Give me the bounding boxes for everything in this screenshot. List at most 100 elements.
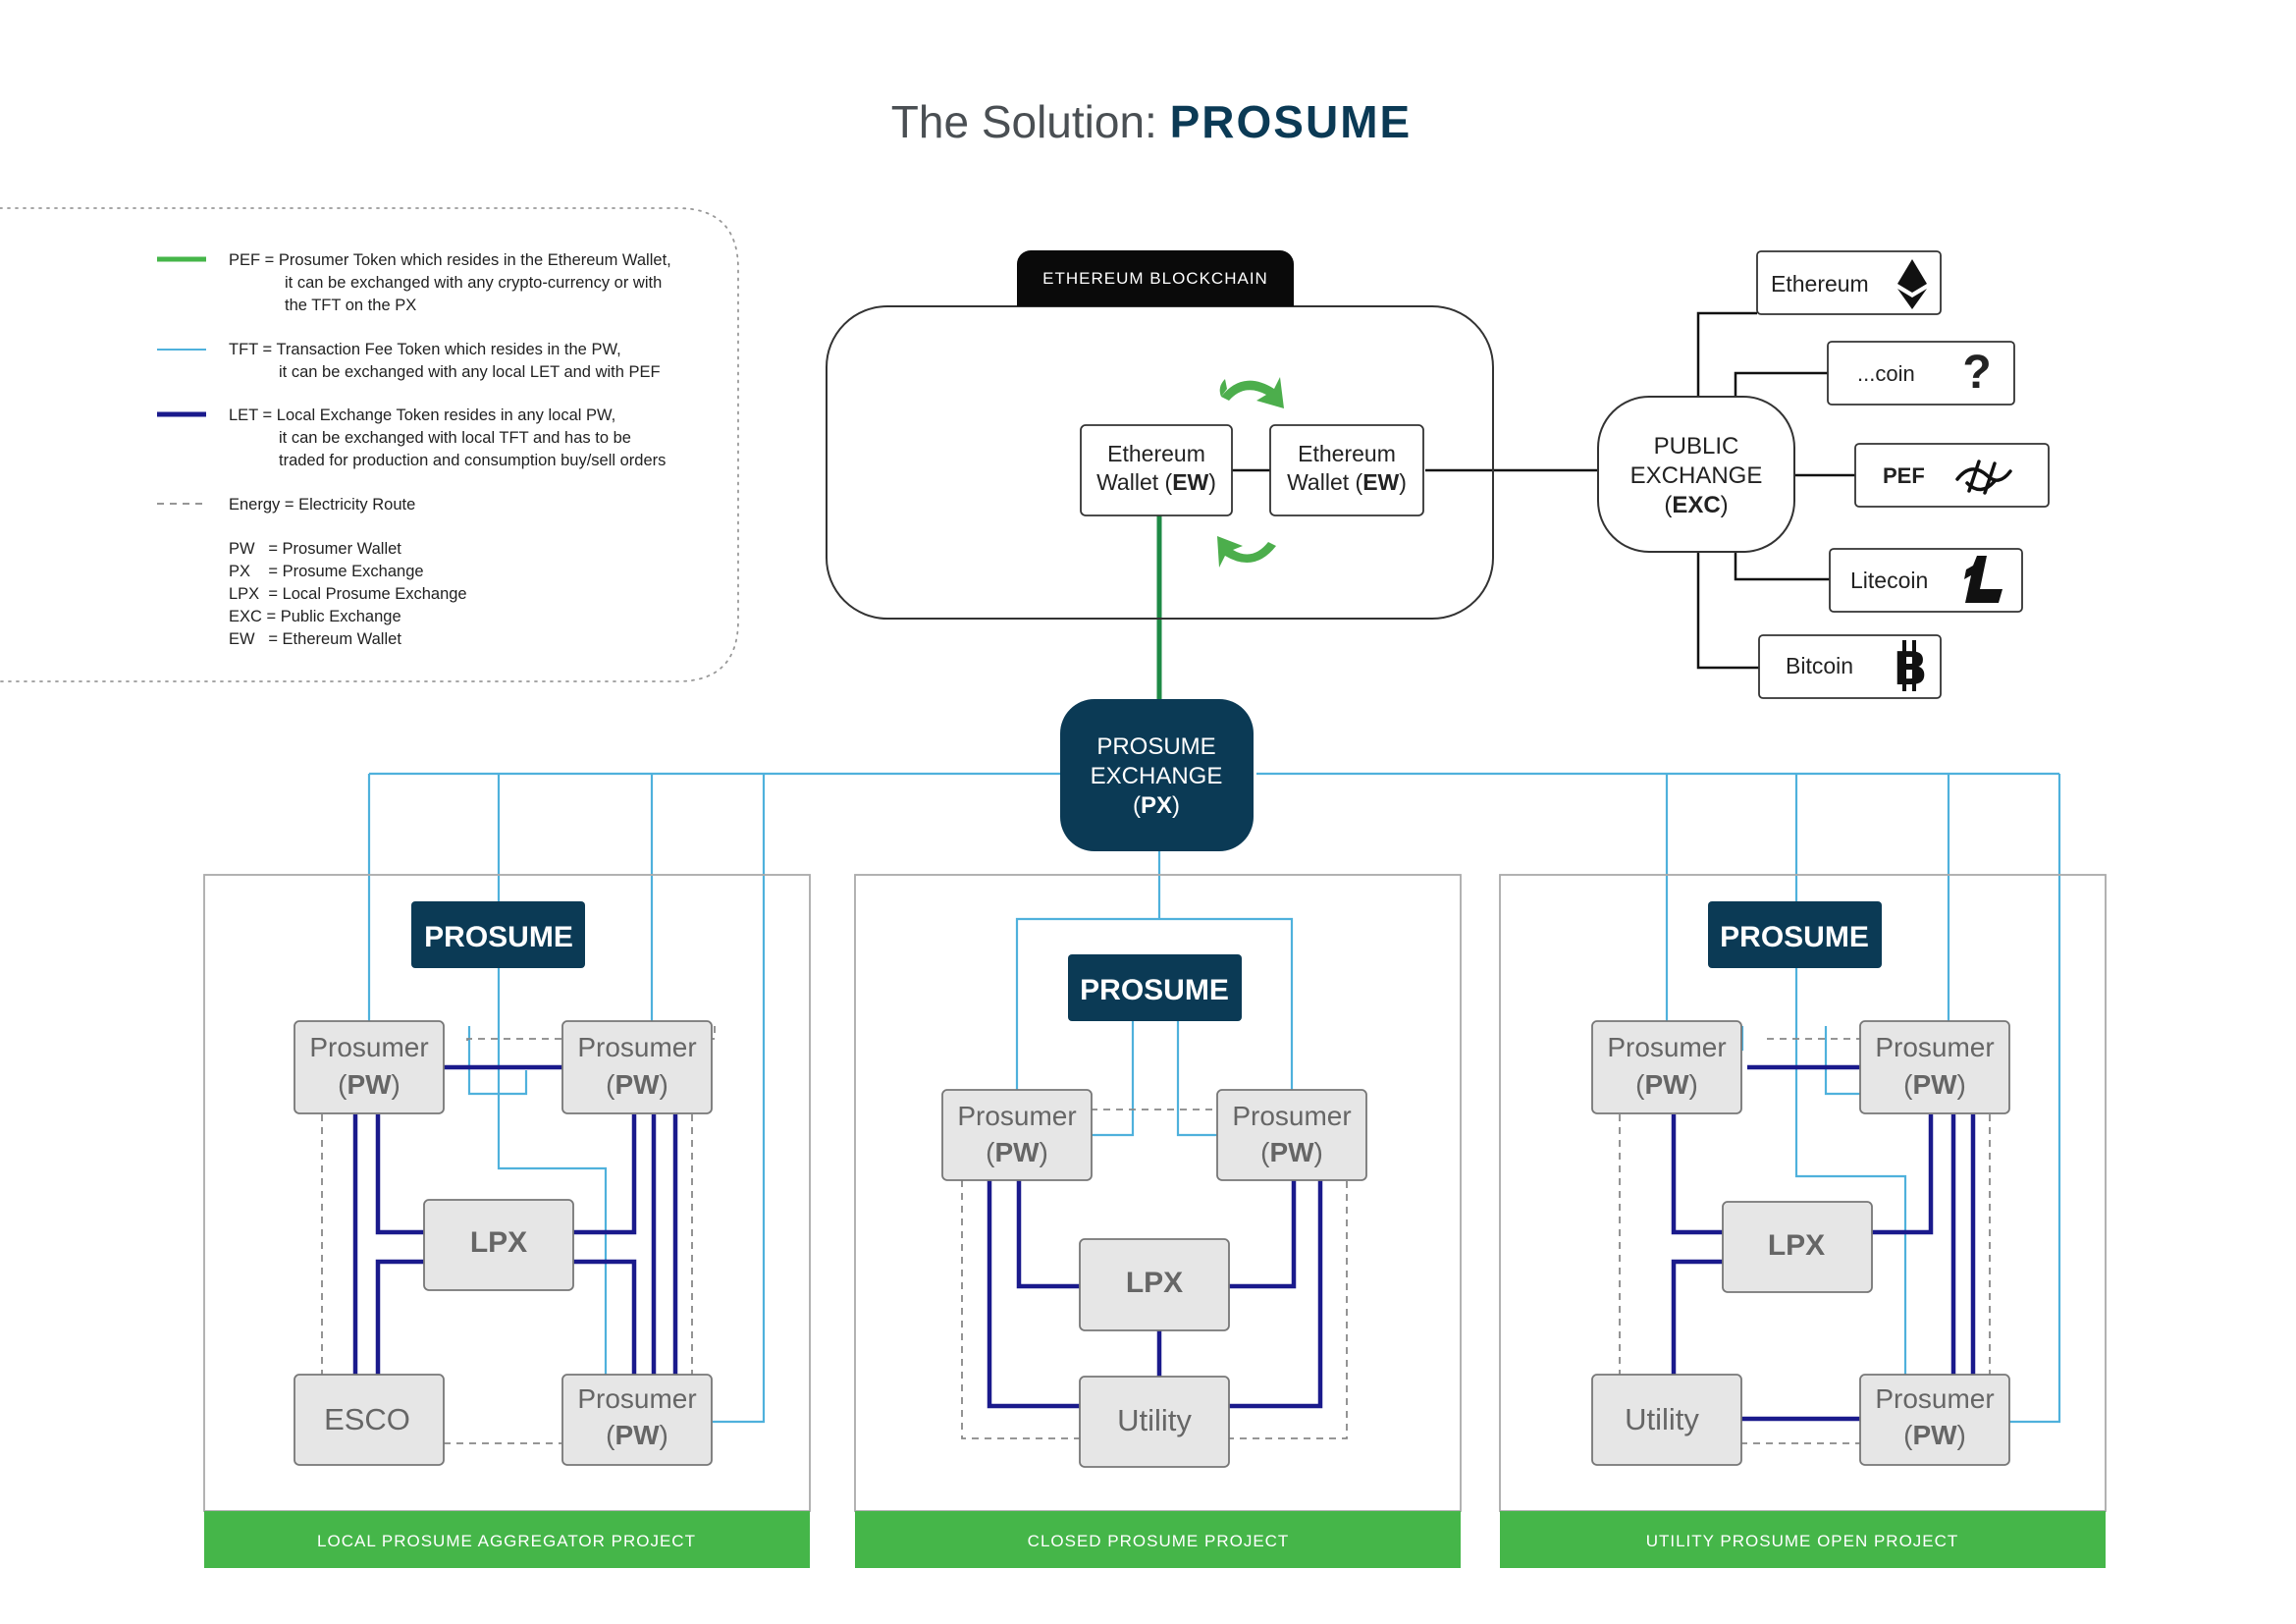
legend-abbr-px: PX = Prosume Exchange [229,563,424,580]
legend-abbr-pw: PW = Prosumer Wallet [229,540,401,558]
project-label: LOCAL PROSUME AGGREGATOR PROJECT [317,1532,696,1550]
svg-text:PROSUME: PROSUME [1080,974,1229,1006]
svg-text:PROSUME: PROSUME [1720,921,1869,953]
litecoin-icon [1964,556,2002,603]
svg-text:Wallet (EW): Wallet (EW) [1287,469,1407,495]
prosume-exchange-px[interactable]: PROSUME EXCHANGE (PX) [1060,699,1254,851]
currency-bitcoin[interactable]: Bitcoin B [1758,634,1942,699]
blockchain-header-label: ETHEREUM BLOCKCHAIN [1042,269,1268,288]
svg-text:PUBLIC: PUBLIC [1654,433,1739,460]
svg-text:Wallet (EW): Wallet (EW) [1096,469,1216,495]
ethereum-blockchain: ETHEREUM BLOCKCHAIN Ethereum Wallet (EW)… [826,250,1494,620]
prosume-badge-right: PROSUME [1708,901,1882,968]
lpx-node[interactable]: LPX [1079,1238,1230,1331]
project-local-aggregator: LOCAL PROSUME AGGREGATOR PROJECT [203,874,811,1568]
svg-text:Utility: Utility [1117,1403,1192,1437]
svg-text:(PW): (PW) [338,1069,400,1100]
svg-text:Ethereum: Ethereum [1107,441,1205,466]
svg-text:Bitcoin: Bitcoin [1786,653,1853,678]
svg-text:Utility: Utility [1625,1402,1699,1436]
legend-pef-2: it can be exchanged with any crypto-curr… [285,274,662,292]
svg-text:Ethereum: Ethereum [1298,441,1396,466]
svg-text:EXCHANGE: EXCHANGE [1091,763,1223,789]
project-label: UTILITY PROSUME OPEN PROJECT [1646,1532,1959,1550]
svg-text:Prosumer: Prosumer [1607,1032,1726,1062]
prosumer-pw-node[interactable]: Prosumer (PW) [561,1374,713,1466]
bitcoin-icon: B [1893,640,1928,695]
currency-other-coin[interactable]: ...coin ? [1827,341,2015,406]
ethereum-icon [1897,259,1927,309]
svg-text:Prosumer: Prosumer [1232,1101,1351,1131]
prosumer-pw-node[interactable]: Prosumer (PW) [561,1020,713,1114]
legend-abbr-lpx: LPX = Local Prosume Exchange [229,585,467,603]
svg-text:(PW): (PW) [1903,1420,1966,1450]
currency-ethereum[interactable]: Ethereum [1756,250,1942,315]
prosumer-pw-node[interactable]: Prosumer (PW) [1859,1020,2010,1114]
project-label-bar [855,1511,1461,1568]
public-exchange[interactable]: PUBLIC EXCHANGE (EXC) [1597,396,1795,553]
utility-node[interactable]: Utility [1079,1376,1230,1468]
prosume-badge-center: PROSUME [1068,954,1242,1021]
svg-text:EXCHANGE: EXCHANGE [1630,462,1763,489]
svg-text:(PW): (PW) [606,1420,668,1450]
svg-text:ESCO: ESCO [324,1402,410,1436]
utility-node[interactable]: Utility [1591,1374,1742,1466]
legend-abbr-ew: EW = Ethereum Wallet [229,630,401,648]
legend-let-2: it can be exchanged with local TFT and h… [279,429,631,447]
legend: PEF = Prosumer Token which resides in th… [0,207,739,682]
svg-text:(PW): (PW) [1635,1069,1698,1100]
svg-text:Prosumer: Prosumer [309,1032,428,1062]
svg-text:LPX: LPX [1126,1267,1183,1299]
svg-text:LPX: LPX [470,1226,527,1259]
page-title: The Solution: PROSUME [891,96,1412,147]
prosumer-pw-node[interactable]: Prosumer (PW) [1859,1374,2010,1466]
svg-text:PROSUME: PROSUME [1096,733,1215,760]
lpx-node[interactable]: LPX [1722,1201,1873,1293]
svg-text:(PW): (PW) [986,1137,1048,1167]
project-utility-open: UTILITY PROSUME OPEN PROJECT [1499,874,2107,1568]
svg-text:(PW): (PW) [1260,1137,1323,1167]
pef-token-icon [1955,460,2012,495]
svg-text:...coin: ...coin [1857,361,1915,386]
legend-pef-1: PEF = Prosumer Token which resides in th… [229,251,671,269]
svg-text:LPX: LPX [1768,1229,1825,1262]
prosumer-pw-node[interactable]: Prosumer (PW) [941,1089,1093,1181]
project-closed: CLOSED PROSUME PROJECT [854,874,1462,1568]
legend-pef-3: the TFT on the PX [285,297,416,314]
prosumer-pw-node[interactable]: Prosumer (PW) [1216,1089,1367,1181]
legend-abbr-exc: EXC = Public Exchange [229,608,401,625]
legend-tft-2: it can be exchanged with any local LET a… [279,363,661,381]
svg-text:Prosumer: Prosumer [957,1101,1076,1131]
svg-text:PROSUME: PROSUME [424,921,573,953]
project-label-bar [1500,1511,2106,1568]
svg-text:PEF: PEF [1883,463,1925,488]
svg-text:Prosumer: Prosumer [577,1032,696,1062]
svg-text:(PW): (PW) [606,1069,668,1100]
prosumer-pw-node[interactable]: Prosumer (PW) [1591,1020,1742,1114]
svg-text:(PW): (PW) [1903,1069,1966,1100]
project-label-bar [204,1511,810,1568]
currency-litecoin[interactable]: Litecoin [1829,548,2023,613]
currency-pef[interactable]: PEF [1854,443,2050,508]
esco-node[interactable]: ESCO [294,1374,445,1466]
lpx-node[interactable]: LPX [423,1199,574,1291]
svg-text:(EXC): (EXC) [1664,492,1728,518]
svg-text:Prosumer: Prosumer [1875,1032,1994,1062]
svg-text:Ethereum: Ethereum [1771,271,1869,297]
legend-let-1: LET = Local Exchange Token resides in an… [229,406,615,424]
question-mark-icon: ? [1962,347,1991,399]
legend-let-3: traded for production and consumption bu… [279,452,666,469]
exchange-arrows-icon [1217,377,1284,568]
svg-text:B: B [1893,642,1927,695]
svg-text:Prosumer: Prosumer [577,1383,696,1414]
svg-text:Prosumer: Prosumer [1875,1383,1994,1414]
legend-energy: Energy = Electricity Route [229,496,415,514]
ethereum-wallet-left[interactable]: Ethereum Wallet (EW) [1080,424,1233,516]
ethereum-wallet-right[interactable]: Ethereum Wallet (EW) [1269,424,1424,516]
prosume-badge-left: PROSUME [411,901,585,968]
legend-tft-1: TFT = Transaction Fee Token which reside… [229,341,621,358]
project-label: CLOSED PROSUME PROJECT [1028,1532,1290,1550]
svg-text:Litecoin: Litecoin [1850,568,1928,593]
prosumer-pw-node[interactable]: Prosumer (PW) [294,1020,445,1114]
